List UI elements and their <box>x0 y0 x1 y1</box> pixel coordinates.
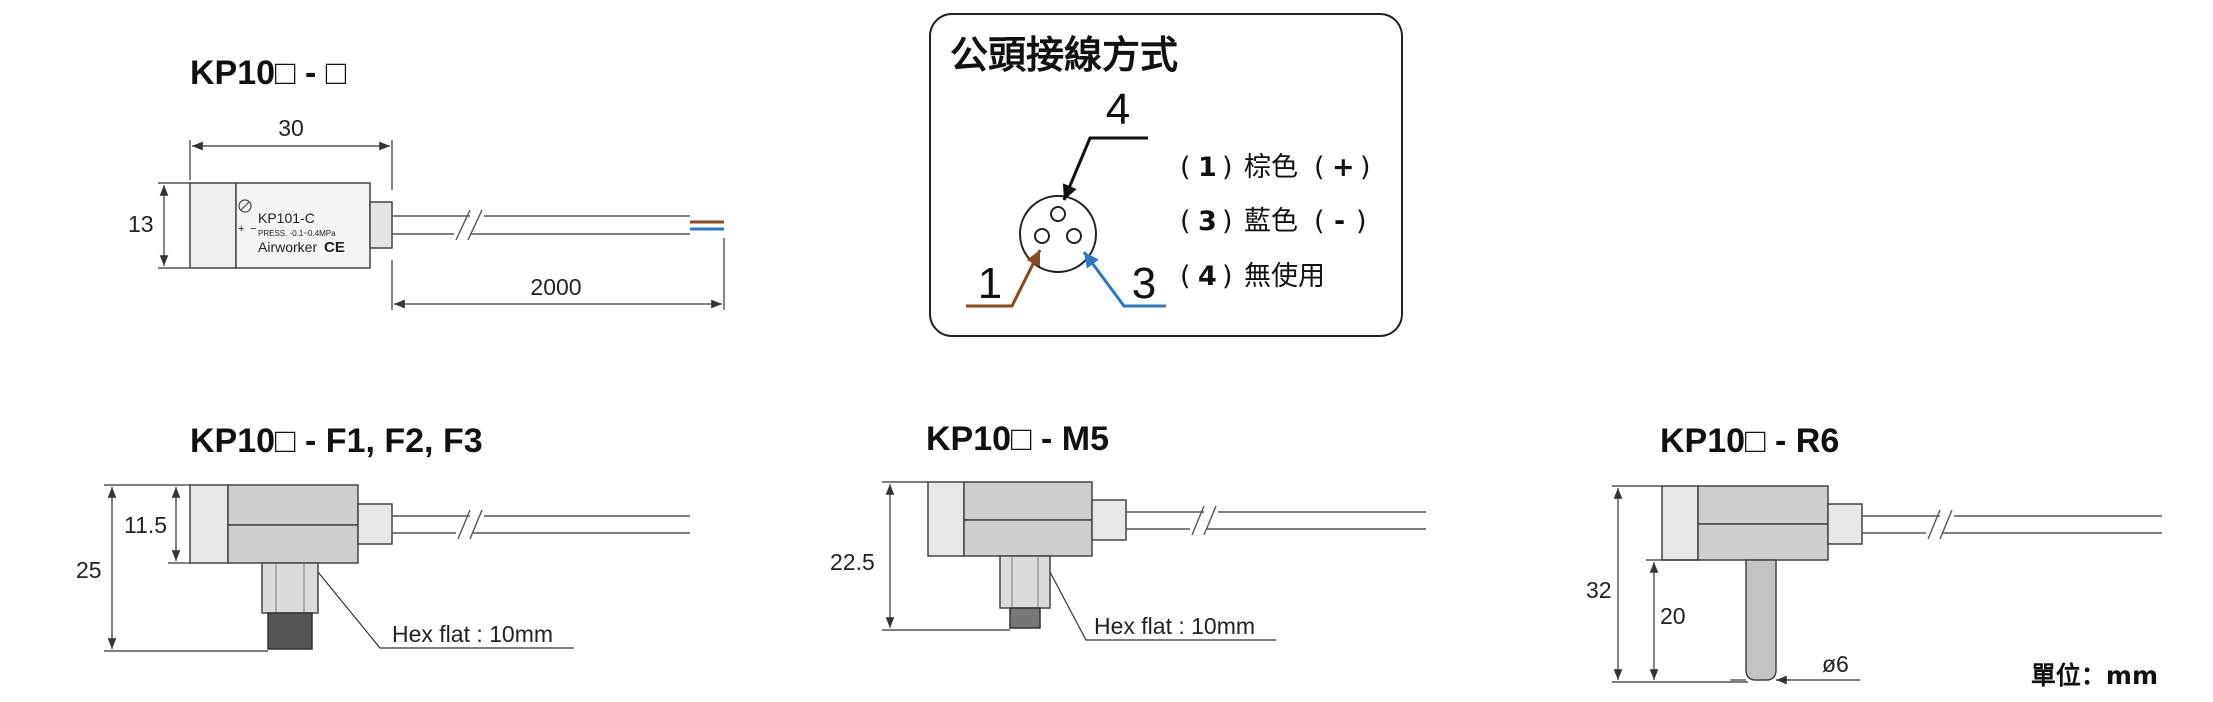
break-mark <box>469 509 483 540</box>
dim-a-label: 22.5 <box>830 549 875 575</box>
wiring-diagram: 公頭接線方式 4 1 3 ( 1 ) 棕色 ( + ) ( 3 ) 藍色 ( - <box>929 13 1403 337</box>
hex-note: Hex flat : 10mm <box>1094 613 1255 639</box>
sensor-end-cap <box>927 481 965 557</box>
f-fitting-view: KP10□ - F1, F2, F3 11.5 25 Hex flat : 10… <box>76 422 690 652</box>
note-leader <box>317 571 574 649</box>
sensor-end-cap <box>189 484 229 564</box>
break-mark <box>457 509 471 540</box>
cable-gland <box>1827 503 1863 545</box>
dim-cable-label: 2000 <box>530 274 581 300</box>
m5-fitting-view: KP10□ - M5 22.5 Hex flat : 10mm <box>830 420 1426 641</box>
main-view: KP10□ - □ 30 13 KP101-C PRESS. -0.1~0.4M… <box>128 54 725 310</box>
sensor-end-cap <box>1661 485 1699 561</box>
sensor-body <box>235 182 371 269</box>
pin-1 <box>1034 228 1050 244</box>
break-mark <box>1203 505 1217 536</box>
dim-a-label: 32 <box>1586 577 1612 603</box>
unit-label: 單位：mm <box>2031 661 2158 690</box>
break-mark <box>1927 509 1941 540</box>
legend-paren: ( <box>1314 152 1325 183</box>
break-mark <box>467 209 483 241</box>
polarity-plus: + <box>238 223 244 235</box>
dim-height-label: 13 <box>128 211 154 237</box>
main-view-title: KP10□ - □ <box>190 54 347 92</box>
dim-a-label: 11.5 <box>124 512 167 538</box>
note-leader <box>1049 571 1276 641</box>
sensor-body-lower <box>227 524 359 564</box>
legend-paren: ( <box>1314 206 1325 237</box>
sensor-body-lower <box>963 519 1093 557</box>
label-model: KP101-C <box>258 210 315 226</box>
label-press: PRESS. -0.1~0.4MPa <box>258 229 336 238</box>
threaded-fitting <box>1009 607 1041 629</box>
m-view-title: KP10□ - M5 <box>926 420 1109 458</box>
dim-dia-label: ø6 <box>1822 651 1849 677</box>
sensor-end-cap <box>189 182 237 269</box>
legend-paren: ) <box>1222 152 1233 183</box>
pin-3 <box>1066 228 1082 244</box>
ce-mark: CE <box>324 239 345 256</box>
legend-color-name: 藍色 <box>1244 206 1298 237</box>
sensor-body-upper <box>227 484 359 526</box>
r6-fitting-view: KP10□ - R6 32 20 ø6 <box>1586 422 2162 685</box>
hex-nut <box>999 555 1051 609</box>
polarity-minus: − <box>250 223 256 235</box>
label-brand: Airworker <box>258 239 317 255</box>
cable-gland <box>369 201 393 249</box>
dim-b-label: 25 <box>76 557 102 583</box>
legend-paren: ( <box>1180 261 1191 292</box>
pin-4 <box>1050 206 1066 222</box>
legend-row-2: ( 3 ) 藍色 ( - ) <box>1180 206 1367 237</box>
hex-nut <box>261 562 319 614</box>
r6-stem <box>1745 559 1777 681</box>
dim-b-label: 20 <box>1660 603 1686 629</box>
legend-num: 1 <box>1198 152 1217 183</box>
pin-1-leader <box>966 249 1042 308</box>
cable-gland <box>357 503 393 545</box>
legend-paren: ( <box>1180 152 1191 183</box>
f-view-title: KP10□ - F1, F2, F3 <box>190 422 483 460</box>
legend-num: 3 <box>1198 206 1217 237</box>
legend-sign: - <box>1334 206 1345 237</box>
hex-note: Hex flat : 10mm <box>392 621 553 647</box>
legend-sign: + <box>1332 152 1355 183</box>
cable-gland <box>1091 499 1127 541</box>
adjust-screw-slot <box>240 201 250 211</box>
r-view-title: KP10□ - R6 <box>1660 422 1839 460</box>
pin-3-leader <box>1082 251 1166 308</box>
legend-paren: ( <box>1180 206 1191 237</box>
legend-color-name: 無使用 <box>1244 261 1325 292</box>
wiring-title: 公頭接線方式 <box>950 33 1178 77</box>
break-mark <box>1939 509 1953 540</box>
dim-length-label: 30 <box>278 115 304 141</box>
break-mark <box>455 209 471 241</box>
adjust-screw-icon <box>238 199 252 213</box>
sensor-body-upper <box>963 481 1093 521</box>
break-mark <box>1191 505 1205 536</box>
sensor-body-upper <box>1697 485 1829 525</box>
legend-paren: ) <box>1356 206 1367 237</box>
legend-paren: ) <box>1222 261 1233 292</box>
pin-3-label: 3 <box>1132 259 1156 308</box>
legend-num: 4 <box>1198 261 1217 292</box>
legend-color-name: 棕色 <box>1244 152 1298 183</box>
legend-paren: ) <box>1222 206 1233 237</box>
pin-1-label: 1 <box>978 259 1002 308</box>
pin-4-leader <box>1062 136 1148 201</box>
threaded-fitting <box>267 612 313 650</box>
legend-row-1: ( 1 ) 棕色 ( + ) <box>1180 152 1371 183</box>
pin-4-label: 4 <box>1106 85 1130 134</box>
sensor-body-lower <box>1697 523 1829 561</box>
legend-row-3: ( 4 ) 無使用 <box>1180 261 1325 292</box>
legend-paren: ) <box>1360 152 1371 183</box>
